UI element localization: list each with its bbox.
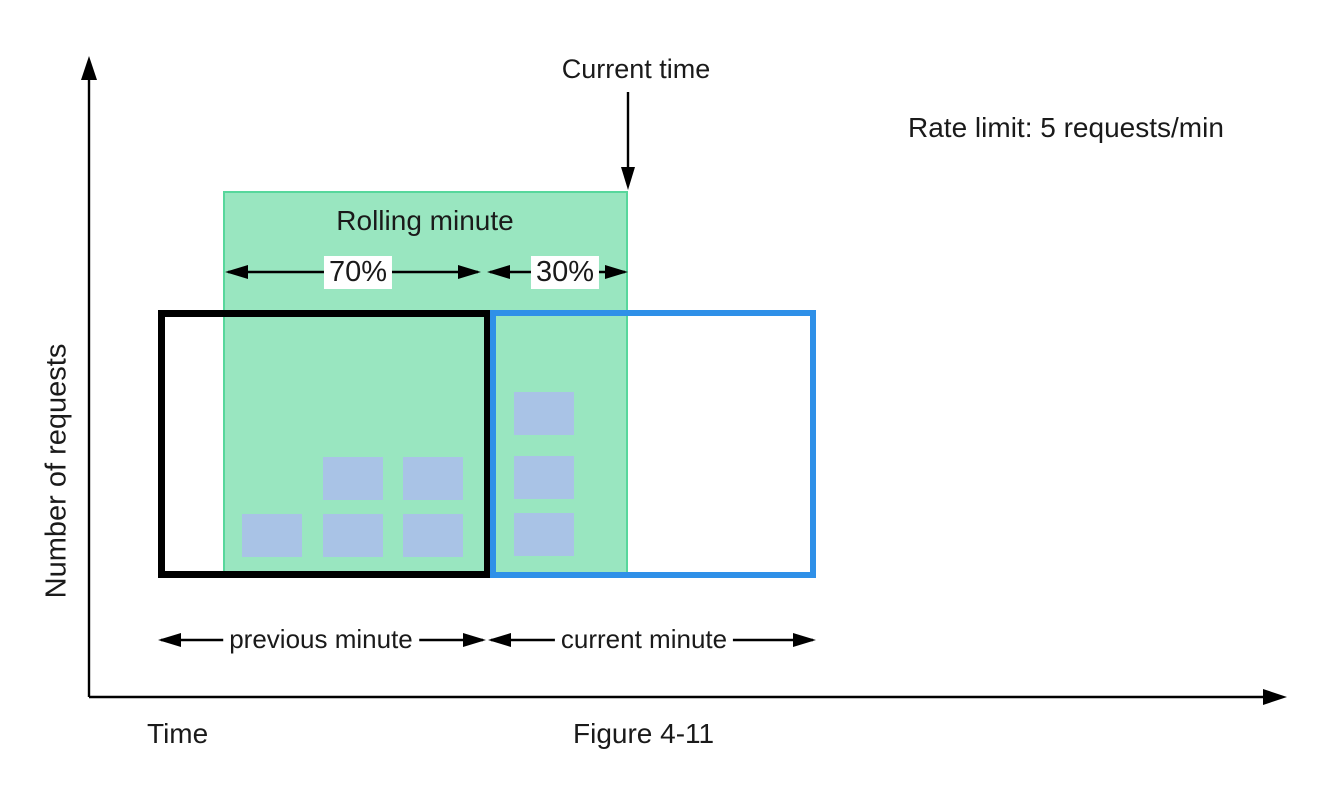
current-time-label: Current time (561, 54, 711, 84)
request-block (323, 514, 383, 557)
rate-limit-label: Rate limit: 5 requests/min (908, 112, 1224, 143)
figure-caption: Figure 4-11 (573, 718, 715, 749)
rolling-minute-label: Rolling minute (336, 205, 514, 236)
request-block (242, 514, 302, 557)
previous-minute-label: previous minute (223, 624, 419, 655)
request-block (514, 456, 574, 499)
request-block (323, 457, 383, 500)
current-minute-box (490, 310, 816, 578)
request-block (514, 513, 574, 556)
request-block (514, 392, 574, 435)
request-block (403, 457, 463, 500)
current-minute-label: current minute (554, 624, 734, 655)
previous-window-pct-label: 70% (323, 256, 393, 289)
rolling-minute-window (223, 191, 628, 576)
request-block (403, 514, 463, 557)
current-window-pct-label: 30% (530, 256, 600, 289)
x-axis-label: Time (147, 718, 209, 749)
previous-minute-box (158, 310, 491, 578)
y-axis-label: Number of requests (40, 343, 73, 599)
